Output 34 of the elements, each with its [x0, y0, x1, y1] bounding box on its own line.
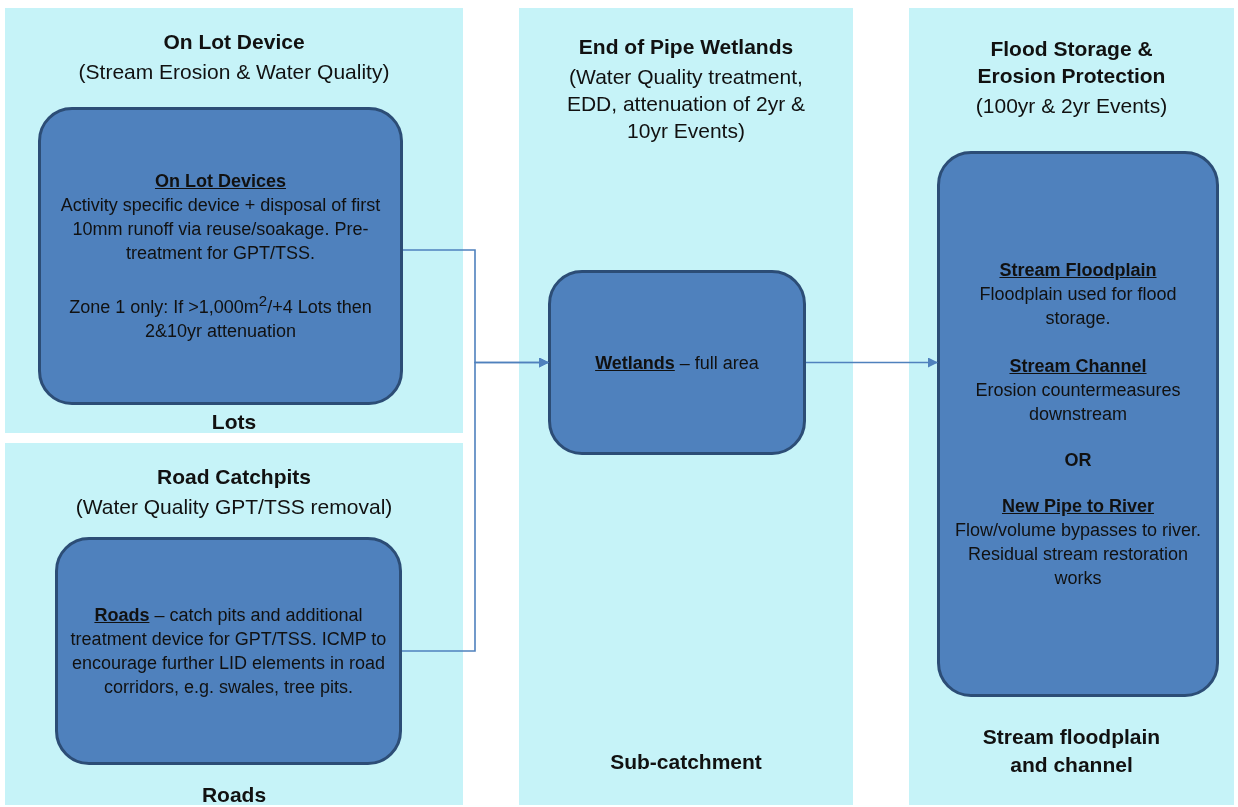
zone-footer-label: Lots	[210, 409, 258, 435]
connector-arrow	[401, 357, 549, 652]
zone-panel	[909, 8, 1234, 805]
zone-footer-label: Stream floodplain and channel	[981, 724, 1162, 778]
zone-footer-label: Sub-catchment	[609, 749, 763, 775]
box-text: Activity specific device + disposal of first 10mm runoff via reuse/soakage. Pre-treatment for GPT/TSS.	[59, 194, 382, 265]
zone-heading: Road Catchpits	[156, 464, 312, 490]
box-text: Zone 1 only: If >1,000m$^{2}$/+4 Lots then 2&10yr attenuation	[68, 291, 373, 343]
box-heading: Stream Channel	[1009, 355, 1147, 378]
zone-panel	[519, 8, 853, 805]
zone-heading: On Lot Device	[162, 29, 306, 55]
alternative-label: OR	[1064, 449, 1092, 472]
box-text: Erosion countermeasures downstream	[974, 379, 1182, 426]
box-text: Wetlands – full area	[595, 351, 759, 375]
connector-arrow	[805, 357, 938, 368]
zone-panel	[5, 8, 463, 433]
zone-subtitle: (Water Quality GPT/TSS removal)	[74, 494, 394, 520]
box-heading: On Lot Devices	[154, 170, 286, 193]
box-text: Floodplain used for flood storage.	[978, 283, 1178, 330]
box-text: Flow/volume bypasses to river. Residual stream restoration works	[953, 519, 1203, 590]
zone-heading: Flood Storage & Erosion Protection	[976, 36, 1167, 89]
zone-subtitle: (100yr & 2yr Events)	[974, 93, 1169, 119]
zone-subtitle: (Stream Erosion & Water Quality)	[77, 59, 391, 85]
zone-footer-label: Roads	[200, 782, 268, 807]
zone-heading: End of Pipe Wetlands	[577, 34, 795, 60]
zone-panel	[5, 443, 463, 805]
process-box	[55, 537, 402, 765]
box-heading: Stream Floodplain	[999, 259, 1157, 282]
process-box	[38, 107, 403, 405]
zone-subtitle: (Water Quality treatment, EDD, attenuation of 2yr & 10yr Events)	[565, 64, 807, 144]
box-text: Roads – catch pits and additional treatment device for GPT/TSS. ICMP to encourage further LID elements in road corridors, e.g. swales, tree pits.	[70, 604, 387, 699]
process-box	[937, 151, 1219, 697]
process-box	[548, 270, 806, 455]
box-heading: New Pipe to River	[1001, 495, 1154, 518]
